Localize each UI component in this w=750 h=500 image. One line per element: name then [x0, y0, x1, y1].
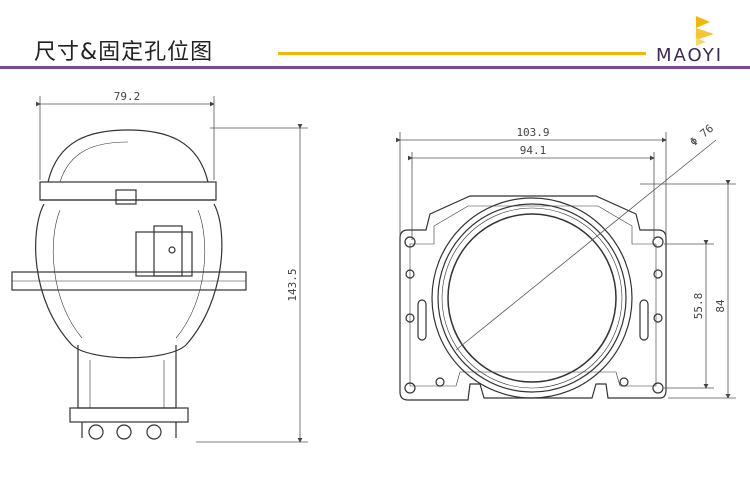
hole-spacing-label: 55.8: [692, 293, 705, 320]
side-height-label: 143.5: [286, 268, 299, 301]
front-view: [399, 195, 667, 401]
title-underline: [278, 52, 646, 55]
front-height-label: 84: [714, 299, 727, 313]
page-title: 尺寸&固定孔位图: [34, 40, 214, 65]
brand-name: MAOYI: [656, 45, 724, 66]
brand-logo: MAOYI: [656, 14, 746, 66]
header-divider: [0, 66, 750, 69]
side-dimension-lines: [36, 96, 308, 443]
inner-width-label: 94.1: [520, 144, 547, 157]
front-dimension-lines: [396, 132, 736, 399]
diameter-label: Φ 76: [687, 122, 716, 149]
side-view: [11, 129, 247, 440]
logo-arrows-icon: [696, 16, 714, 46]
diameter-leader-line: [455, 139, 717, 351]
side-width-label: 79.2: [114, 90, 141, 103]
header: 尺寸&固定孔位图 MAOYI: [0, 0, 750, 72]
technical-drawing: 79.2 143.5: [11, 90, 736, 443]
outer-width-label: 103.9: [516, 126, 549, 139]
